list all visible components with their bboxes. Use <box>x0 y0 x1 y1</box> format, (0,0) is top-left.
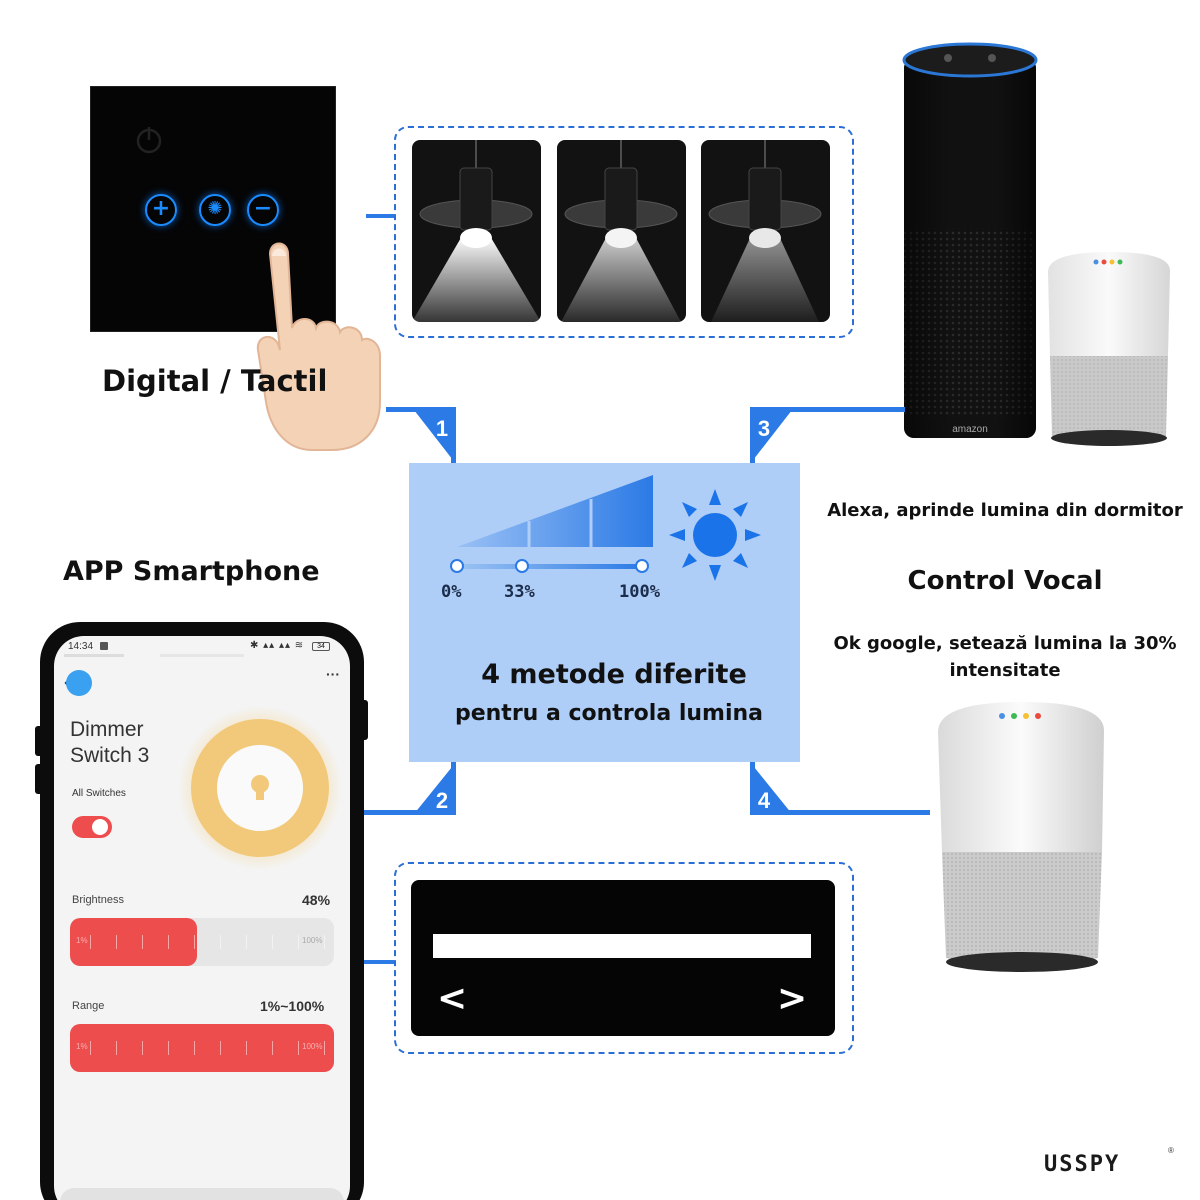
all-switches-label: All Switches <box>72 788 126 799</box>
svg-text:4: 4 <box>758 788 771 813</box>
sun-icon[interactable]: ✺ <box>199 194 231 226</box>
phone-side-button <box>360 700 368 740</box>
brightness-dial[interactable] <box>180 702 350 872</box>
connector-line-4 <box>750 810 930 815</box>
pendant-lamp-icon <box>708 140 822 322</box>
phone-side-button <box>35 764 43 794</box>
slider-panel: < > <box>411 880 835 1036</box>
brightness-value: 48% <box>302 892 331 908</box>
connector-line-3 <box>750 407 905 412</box>
tab-indicator <box>160 654 244 657</box>
pointing-hand-icon <box>256 242 381 451</box>
brightness-label: Brightness <box>72 894 124 906</box>
speaker-brand-text: amazon <box>952 424 988 435</box>
brightness-steps-box <box>394 126 854 338</box>
all-switches-toggle[interactable] <box>72 816 112 838</box>
connector-line <box>364 960 394 964</box>
methods-subheading: pentru a controla lumina <box>454 701 764 726</box>
device-title-line1: Dimmer <box>70 718 144 741</box>
signal-icons: ✱ ▴▴ ▴▴ ≋ <box>250 640 305 651</box>
slider-max-label: 100% <box>302 936 323 945</box>
sun-icon <box>669 489 761 581</box>
back-button[interactable]: ‹ <box>62 668 94 696</box>
brand-logo: USSPY <box>1044 1152 1121 1177</box>
bottom-card <box>60 1188 344 1200</box>
range-max-label: 100% <box>302 1042 323 1051</box>
range-slider[interactable]: 1% 100% <box>70 1024 334 1072</box>
digital-tactil-label: Digital / Tactil <box>102 364 328 398</box>
amazon-echo-speaker: amazon <box>902 42 1038 438</box>
level-track <box>457 564 643 569</box>
registered-mark: ® <box>1168 1146 1174 1155</box>
google-home-speaker-small <box>1048 252 1171 446</box>
toggle-knob <box>92 819 108 835</box>
connector-line-2 <box>364 810 456 815</box>
badge-2: 2 <box>414 762 456 814</box>
lamp-tile-bright <box>412 140 541 322</box>
bulb-icon <box>251 775 269 800</box>
more-menu-icon[interactable]: ··· <box>326 666 340 682</box>
alexa-quote: Alexa, aprinde lumina din dormitor <box>827 500 1183 521</box>
badge-1: 1 <box>414 410 456 464</box>
connector-line-1 <box>386 407 456 412</box>
google-quote: Ok google, setează lumina la 30% intensi… <box>833 633 1177 681</box>
brightness-ramp-icon <box>457 475 653 547</box>
status-time: 14:34 <box>68 641 94 652</box>
slider-ticks <box>70 1041 334 1055</box>
touch-dimmer-panel: + ✺ − <box>90 86 336 332</box>
svg-text:1: 1 <box>436 416 448 441</box>
plus-icon[interactable]: + <box>145 194 177 226</box>
tab-indicator <box>64 654 124 657</box>
svg-text:2: 2 <box>436 788 448 813</box>
battery-icon: 34 <box>312 642 330 651</box>
range-label: Range <box>72 1000 105 1012</box>
range-min-label: 1% <box>76 1042 88 1051</box>
slider-ticks <box>70 935 334 949</box>
methods-card: 0% 33% 100% 4 metode diferite pentru a c… <box>409 463 800 762</box>
slider-bar[interactable] <box>433 934 811 958</box>
level-dot-100 <box>635 559 649 573</box>
lamp-tile-dim <box>701 140 830 322</box>
lamp-tile-medium <box>557 140 686 322</box>
methods-heading: 4 metode diferite <box>481 659 747 690</box>
slider-min-label: 1% <box>76 936 88 945</box>
range-value: 1%~100% <box>260 998 325 1014</box>
level-label-0: 0% <box>441 582 462 602</box>
connector-line <box>366 214 394 218</box>
svg-text:3: 3 <box>758 416 770 441</box>
pendant-lamp-icon <box>561 140 681 322</box>
badge-3: 3 <box>750 410 792 464</box>
level-label-100: 100% <box>619 582 660 602</box>
control-vocal-label: Control Vocal <box>907 566 1103 596</box>
pendant-lamp-icon <box>412 140 541 322</box>
notification-icon <box>100 642 108 650</box>
level-label-33: 33% <box>504 582 535 602</box>
slider-demo-box <box>394 862 854 1054</box>
phone-screen: 14:34 ✱ ▴▴ ▴▴ ≋ 34 ‹ ··· Dimmer Switch 3… <box>54 636 350 1200</box>
power-icon <box>136 127 162 154</box>
level-dot-33 <box>515 559 529 573</box>
left-arrow-icon[interactable]: < <box>437 978 468 1019</box>
badge-4: 4 <box>750 762 792 814</box>
device-avatar <box>66 670 92 696</box>
level-dot-0 <box>450 559 464 573</box>
phone-side-button <box>35 726 43 756</box>
app-smartphone-label: APP Smartphone <box>63 556 320 587</box>
minus-icon[interactable]: − <box>247 194 279 226</box>
right-arrow-icon[interactable]: > <box>777 978 808 1019</box>
brightness-slider[interactable]: 1% 100% <box>70 918 334 966</box>
device-title-line2: Switch 3 <box>70 744 150 767</box>
google-home-speaker-large <box>938 702 1105 972</box>
